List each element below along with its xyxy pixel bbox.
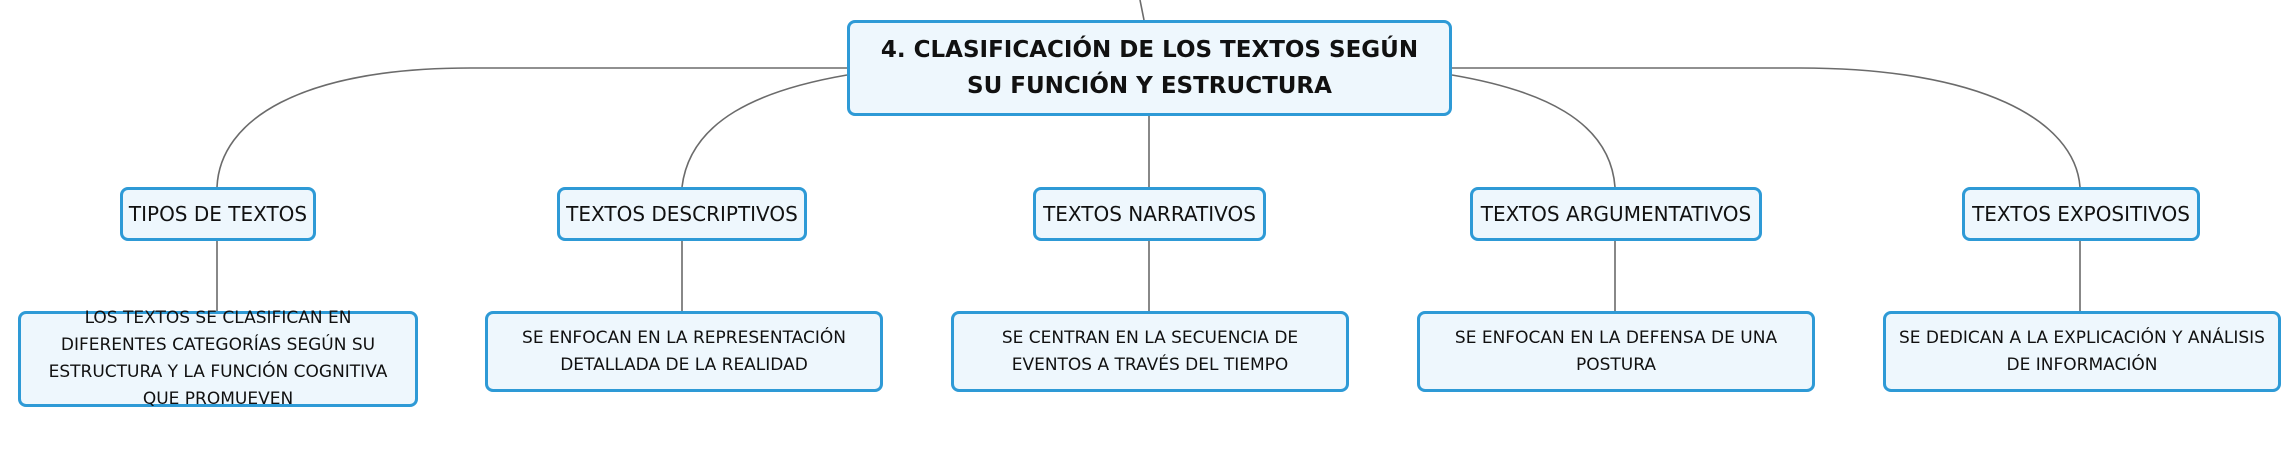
branch-textos-argumentativos[interactable]: TEXTOS ARGUMENTATIVOS xyxy=(1470,187,1762,241)
branch-textos-narrativos[interactable]: TEXTOS NARRATIVOS xyxy=(1033,187,1266,241)
leaf-textos-narrativos[interactable]: SE CENTRAN EN LA SECUENCIA DE EVENTOS A … xyxy=(951,311,1349,392)
leaf-description: SE DEDICAN A LA EXPLICACIÓN Y ANÁLISIS D… xyxy=(1899,327,2265,375)
branch-label: TEXTOS ARGUMENTATIVOS xyxy=(1480,202,1752,226)
root-topic[interactable]: 4. CLASIFICACIÓN DE LOS TEXTOS SEGÚN SU … xyxy=(847,20,1452,116)
branch-tipos-de-textos[interactable]: TIPOS DE TEXTOS xyxy=(120,187,316,241)
leaf-description: LOS TEXTOS SE CLASIFICAN EN DIFERENTES C… xyxy=(48,308,388,409)
branch-label: TEXTOS NARRATIVOS xyxy=(1043,202,1256,226)
leaf-textos-argumentativos[interactable]: SE ENFOCAN EN LA DEFENSA DE UNA POSTURA xyxy=(1417,311,1815,392)
connector-root-branch-4 xyxy=(1451,74,1616,188)
connector-root-branch-1 xyxy=(216,67,847,188)
branch-label: TEXTOS EXPOSITIVOS xyxy=(1972,202,2190,226)
leaf-textos-expositivos[interactable]: SE DEDICAN A LA EXPLICACIÓN Y ANÁLISIS D… xyxy=(1883,311,2281,392)
leaf-description: SE ENFOCAN EN LA REPRESENTACIÓN DETALLAD… xyxy=(522,327,846,375)
connector-root-branch-5 xyxy=(1452,67,2081,188)
branch-label: TIPOS DE TEXTOS xyxy=(128,202,308,226)
leaf-tipos-de-textos[interactable]: LOS TEXTOS SE CLASIFICAN EN DIFERENTES C… xyxy=(18,308,418,409)
connector-root-branch-2 xyxy=(681,74,848,188)
connector-root-parent xyxy=(1139,0,1145,21)
leaf-description: SE ENFOCAN EN LA DEFENSA DE UNA POSTURA xyxy=(1454,327,1778,375)
branch-textos-expositivos[interactable]: TEXTOS EXPOSITIVOS xyxy=(1962,187,2200,241)
leaf-description: SE CENTRAN EN LA SECUENCIA DE EVENTOS A … xyxy=(1001,327,1299,375)
root-topic-title: 4. CLASIFICACIÓN DE LOS TEXTOS SEGÚN SU … xyxy=(880,37,1419,99)
branch-textos-descriptivos[interactable]: TEXTOS DESCRIPTIVOS xyxy=(557,187,807,241)
leaf-textos-descriptivos[interactable]: SE ENFOCAN EN LA REPRESENTACIÓN DETALLAD… xyxy=(485,311,883,392)
branch-label: TEXTOS DESCRIPTIVOS xyxy=(566,202,798,226)
